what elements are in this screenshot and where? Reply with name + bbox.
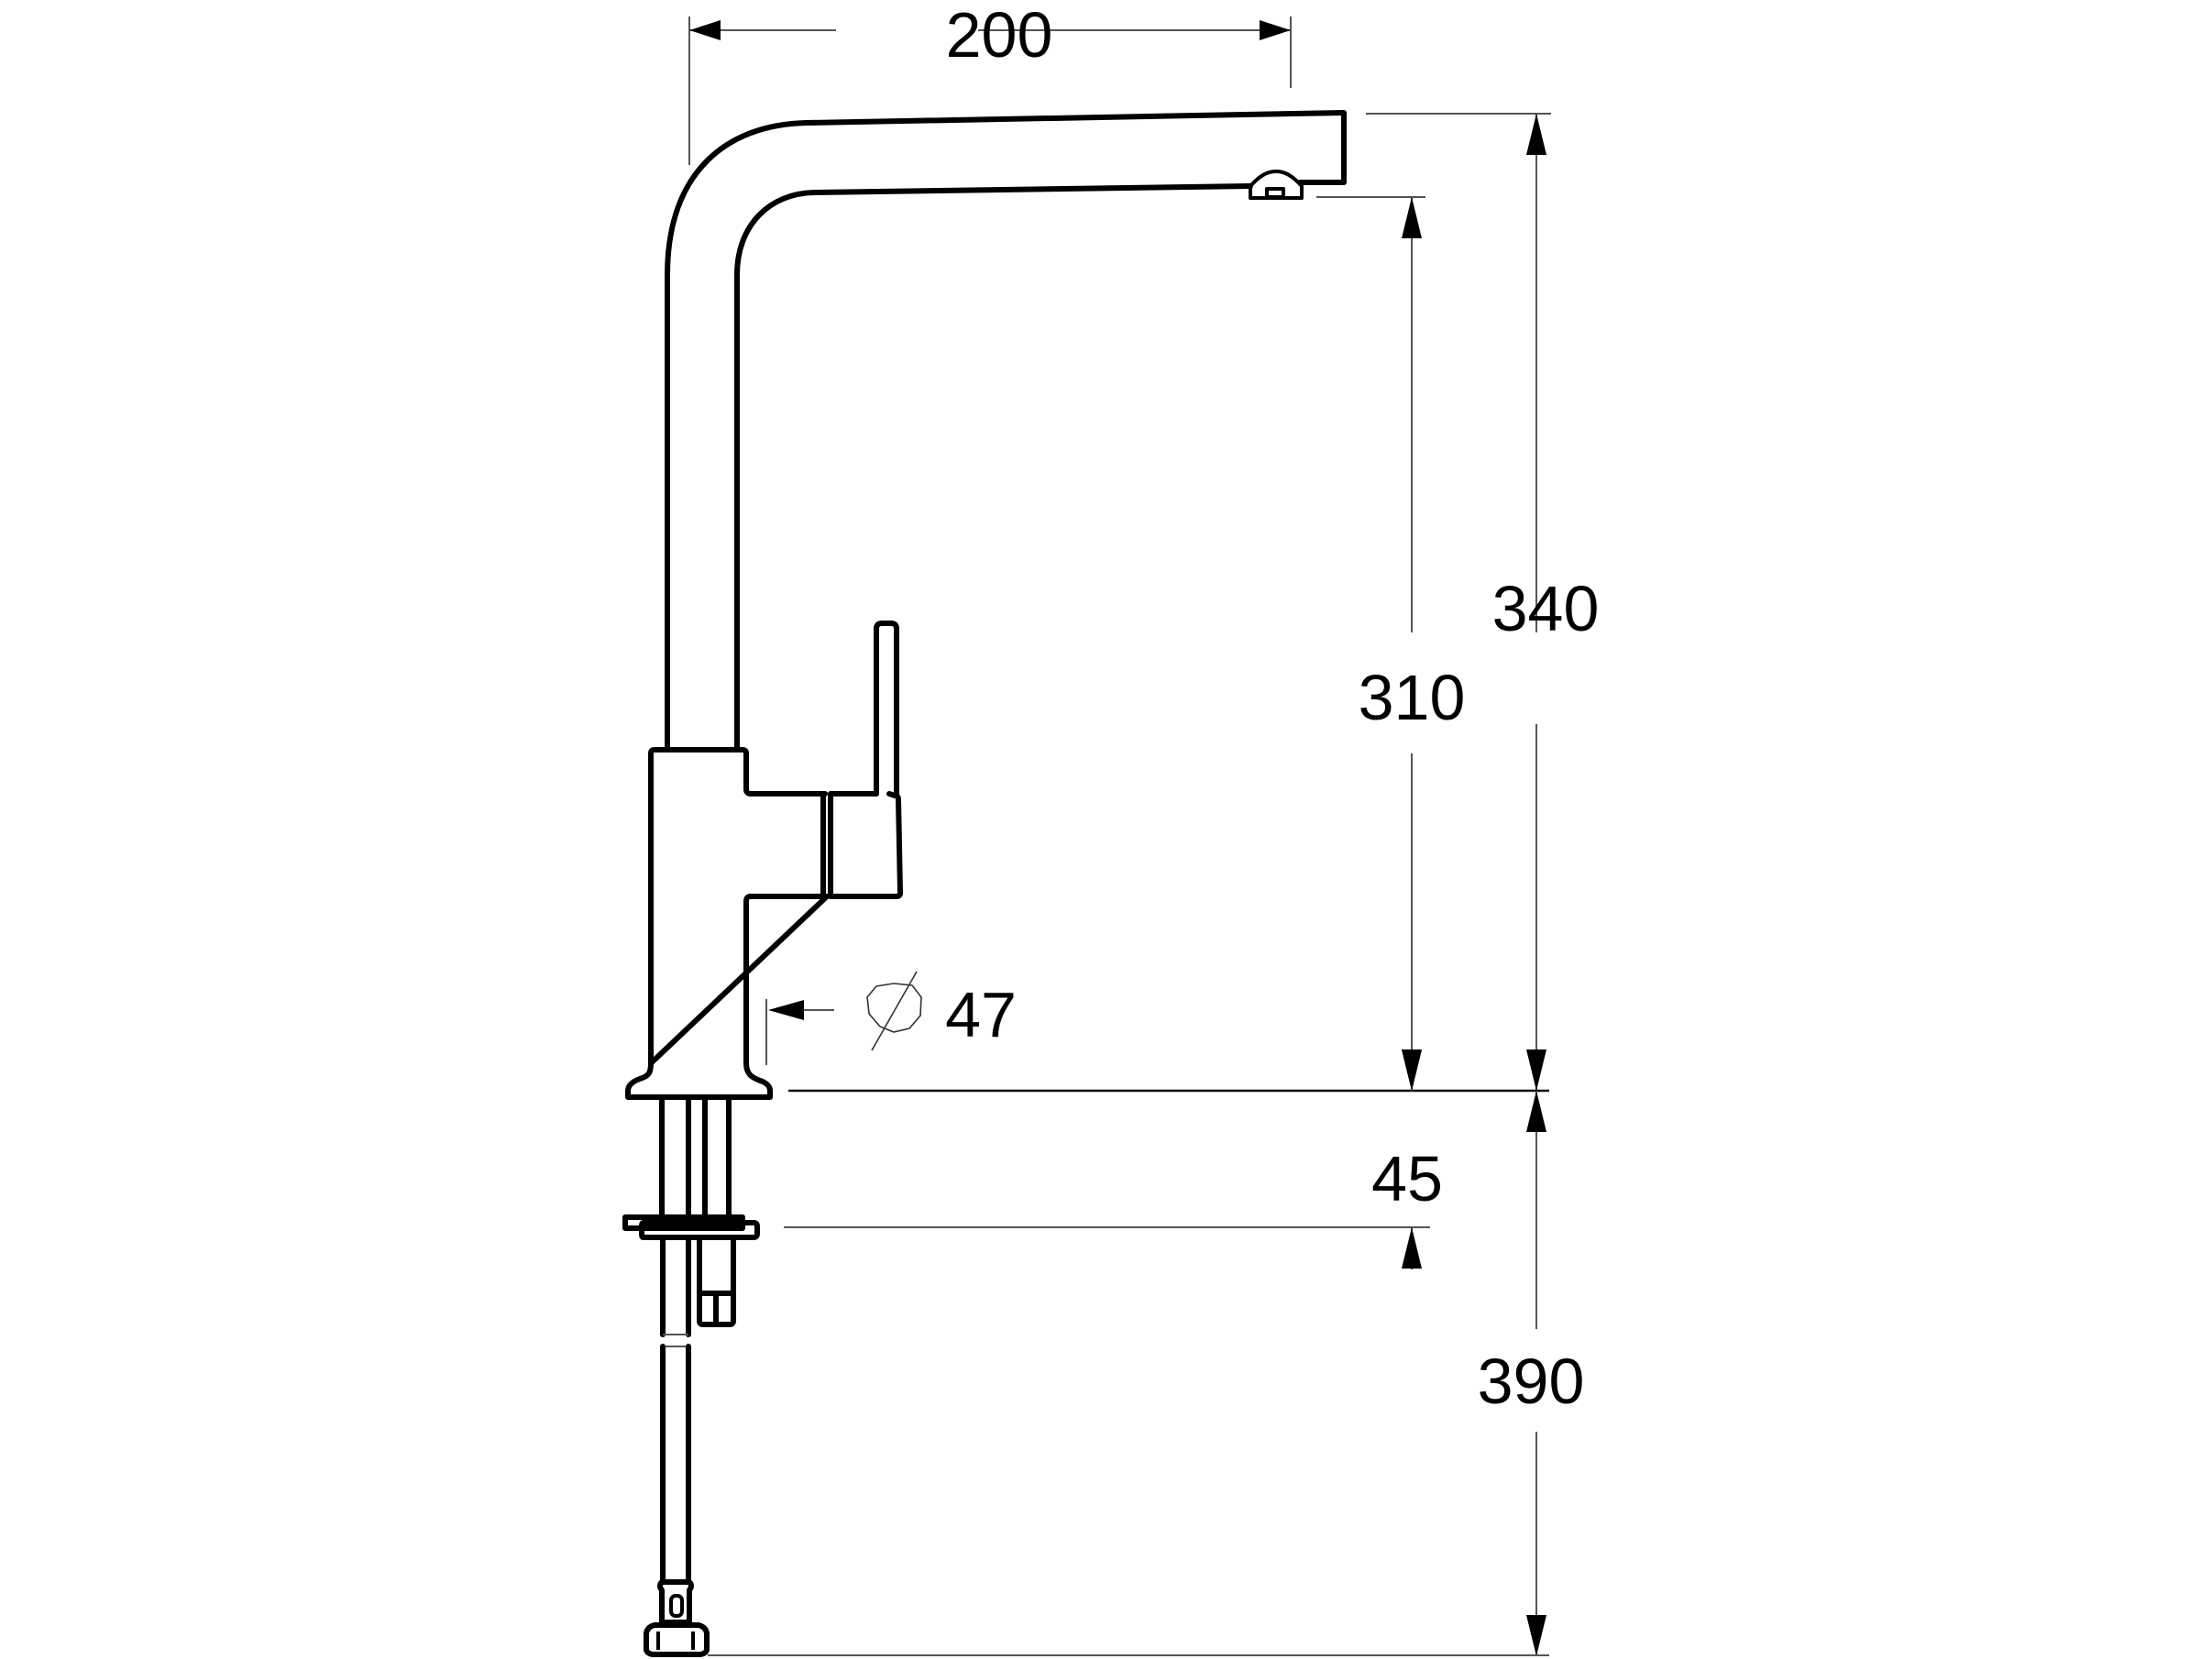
spout-inner xyxy=(734,183,1253,753)
arrow-left-icon xyxy=(768,1000,804,1020)
aerator-insert xyxy=(1265,187,1285,199)
spout-outer xyxy=(665,110,1347,753)
dimension-310: 310 xyxy=(1359,197,1466,1091)
dimension-47-label: 47 xyxy=(945,979,1017,1050)
dimension-340: 340 xyxy=(1492,114,1600,1091)
arrow-up-icon xyxy=(1526,1091,1546,1132)
arrow-up-icon xyxy=(1526,114,1546,155)
diameter-icon xyxy=(866,971,922,1051)
dimension-340-label: 340 xyxy=(1492,573,1600,644)
mounting-nut-plate xyxy=(639,1220,760,1240)
dimension-45-label: 45 xyxy=(1371,1143,1443,1214)
dimension-45: 45 xyxy=(784,1049,1443,1269)
dimension-390-label: 390 xyxy=(1478,1346,1585,1417)
mounting-washer xyxy=(622,1214,745,1231)
supply-pipes xyxy=(659,1094,732,1219)
arrow-right-icon xyxy=(1260,20,1291,40)
arrow-down-icon xyxy=(1402,1049,1422,1091)
tap-outline xyxy=(622,110,1347,1657)
arrow-down-icon xyxy=(1526,1049,1546,1091)
hose-connector xyxy=(644,1579,710,1657)
cartridge-block xyxy=(820,791,903,899)
dimension-310-label: 310 xyxy=(1359,662,1466,733)
aerator xyxy=(1249,170,1304,200)
arrow-up-icon xyxy=(1402,197,1422,238)
dimension-390: 390 xyxy=(708,1091,1584,1656)
arrow-left-icon xyxy=(689,20,721,40)
dimension-200-label: 200 xyxy=(946,0,1053,71)
arrow-up-icon xyxy=(1402,1227,1422,1269)
dimension-200: 200 xyxy=(688,0,1292,165)
mixer-body xyxy=(625,747,830,1100)
threaded-shank xyxy=(697,1235,736,1327)
flexible-hose xyxy=(660,1235,691,1585)
dimension-diameter-47: 47 xyxy=(765,971,1017,1065)
arrow-down-icon xyxy=(1526,1615,1546,1656)
lever-handle[interactable] xyxy=(874,621,899,797)
